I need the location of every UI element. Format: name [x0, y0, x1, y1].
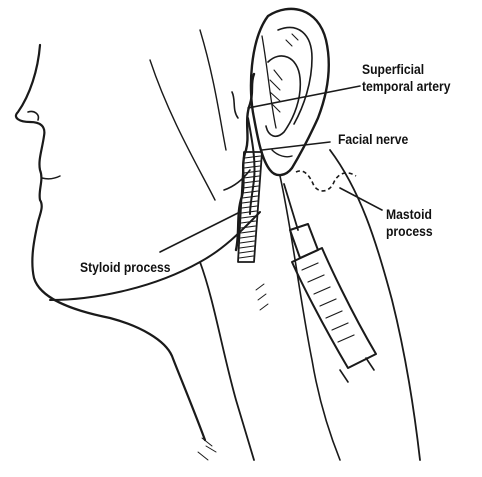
- cheek-contour: [150, 60, 215, 200]
- temple-contour: [200, 30, 226, 150]
- artery-branch: [232, 92, 238, 118]
- ear-lobe: [272, 150, 292, 157]
- leader-facial-nerve: [262, 142, 330, 150]
- syringe: [284, 184, 376, 382]
- label-mastoid-process: process: [386, 224, 433, 240]
- label-mastoid: Mastoid: [386, 207, 432, 223]
- facial-nerve-trunk: [248, 118, 255, 214]
- label-superficial: Superficial: [362, 62, 424, 78]
- neck-shading: [198, 284, 268, 460]
- syringe-barrel: [292, 248, 376, 368]
- label-facial-nerve: Facial nerve: [338, 132, 408, 148]
- jaw-line: [50, 212, 260, 300]
- leader-styloid: [160, 212, 240, 252]
- nostril: [28, 111, 38, 120]
- lip-line: [42, 176, 60, 179]
- neck-back: [330, 150, 420, 460]
- mastoid-process-outline: [296, 171, 356, 191]
- sternocleidomastoid: [280, 176, 340, 460]
- label-styloid-process: Styloid process: [80, 260, 170, 276]
- leader-temporal-artery: [248, 86, 360, 108]
- label-temporal-artery: temporal artery: [362, 79, 450, 95]
- neck-front: [200, 262, 254, 460]
- leader-lines: [160, 86, 382, 252]
- face-profile: [16, 45, 205, 440]
- syringe-graduations: [302, 263, 354, 342]
- ear-antihelix: [262, 36, 276, 128]
- styloid-process: [238, 152, 262, 262]
